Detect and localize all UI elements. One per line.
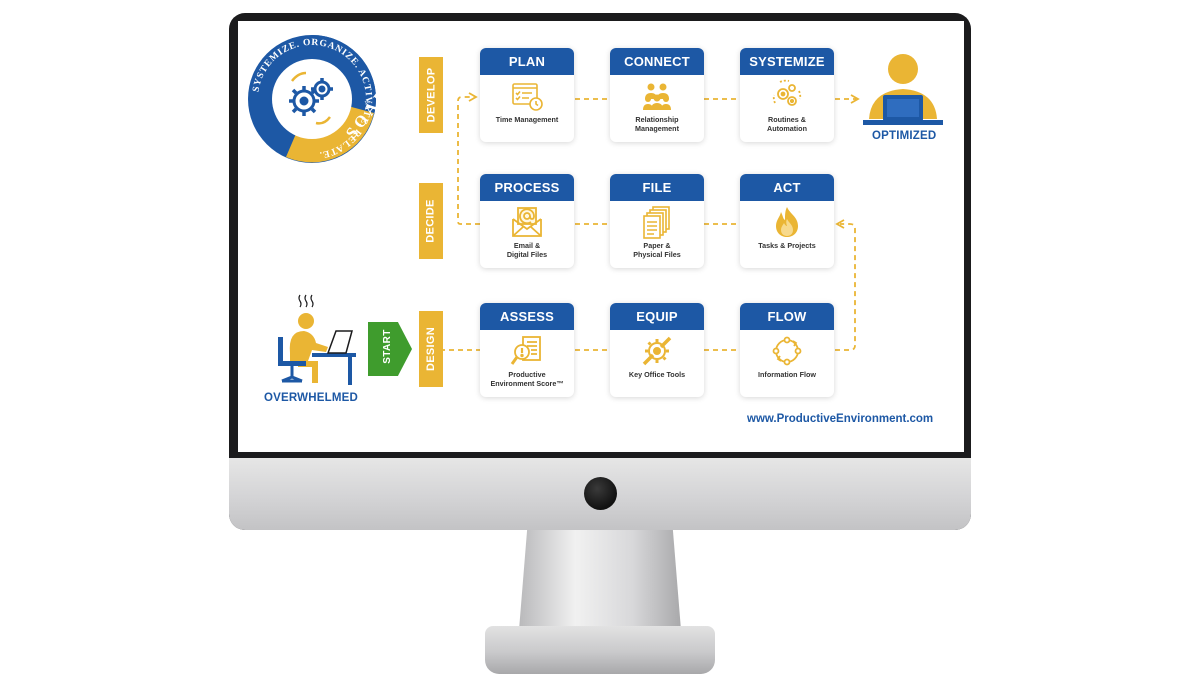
soar-logo: SYSTEMIZE. ORGANIZE. ACTIVATE. RELATE. — [246, 33, 394, 165]
card-connect-desc-line1: Relationship — [635, 115, 679, 124]
card-act[interactable]: ACT Tasks & Projects — [740, 174, 834, 268]
card-connect-desc-line2: Management — [635, 124, 679, 133]
phase-decide-label: DECIDE — [425, 199, 437, 243]
card-systemize[interactable]: SYSTEMIZE Routines & Automation — [740, 48, 834, 142]
flame-icon — [740, 204, 834, 240]
card-file-desc-line1: Paper & — [643, 241, 671, 250]
phase-design-label: DESIGN — [425, 327, 438, 371]
checklist-clock-icon — [480, 78, 574, 114]
card-plan-desc: Time Management — [480, 114, 574, 124]
optimized-label: OPTIMIZED — [872, 130, 937, 142]
person-laptop-icon — [863, 54, 943, 125]
card-equip-title: EQUIP — [610, 303, 704, 330]
card-flow-desc-line1: Information Flow — [758, 370, 816, 379]
monitor-screen: SYSTEMIZE. ORGANIZE. ACTIVATE. RELATE. — [238, 21, 964, 452]
card-systemize-desc-line2: Automation — [767, 124, 807, 133]
flow-connectors — [440, 92, 860, 351]
gears-icon — [289, 78, 333, 116]
card-assess-desc-line1: Productive — [508, 370, 546, 379]
card-connect-desc: Relationship Management — [610, 114, 704, 133]
card-flow[interactable]: FLOW Information Flow — [740, 303, 834, 397]
papers-icon — [610, 204, 704, 240]
card-equip-desc: Key Office Tools — [610, 369, 704, 379]
card-equip[interactable]: EQUIP Key Office Tools — [610, 303, 704, 397]
card-plan-desc-line1: Time Management — [495, 115, 559, 124]
optimized-person — [859, 51, 949, 136]
overwhelmed-person — [268, 293, 358, 393]
webcam-icon — [584, 477, 617, 510]
card-equip-desc-line1: Key Office Tools — [628, 370, 686, 379]
card-connect[interactable]: CONNECT Relationship Management — [610, 48, 704, 142]
people-group-icon — [610, 78, 704, 114]
overwhelmed-label: OVERWHELMED — [264, 392, 358, 404]
card-plan-title: PLAN — [480, 48, 574, 75]
card-act-title: ACT — [740, 174, 834, 201]
stressed-person-desk-icon — [278, 294, 356, 385]
card-assess-desc-line2: Environment Score™ — [490, 379, 564, 388]
card-systemize-desc-line1: Routines & — [768, 115, 806, 124]
card-act-desc-line1: Tasks & Projects — [758, 241, 816, 250]
card-plan[interactable]: PLAN Time Management — [480, 48, 574, 142]
card-act-desc: Tasks & Projects — [740, 240, 834, 250]
card-process-desc-line1: Email & — [513, 241, 541, 250]
start-label: START — [381, 329, 393, 364]
card-process-desc-line2: Digital Files — [506, 250, 548, 259]
gears-cycle-icon — [740, 78, 834, 114]
logo-tm: ™ — [364, 100, 370, 107]
card-systemize-title: SYSTEMIZE — [740, 48, 834, 75]
card-connect-title: CONNECT — [610, 48, 704, 75]
phase-design-banner: DESIGN — [419, 311, 443, 387]
card-process-desc: Email & Digital Files — [480, 240, 574, 259]
card-flow-title: FLOW — [740, 303, 834, 330]
magnifier-document-icon — [480, 333, 574, 369]
email-icon — [480, 204, 574, 240]
monitor-base — [485, 626, 715, 674]
card-file-desc: Paper & Physical Files — [610, 240, 704, 259]
phase-develop-banner: DEVELOP — [419, 57, 443, 133]
card-file[interactable]: FILE Paper & Physical Files — [610, 174, 704, 268]
phase-develop-label: DEVELOP — [425, 67, 438, 123]
phase-decide-banner: DECIDE — [419, 183, 443, 259]
wrench-gear-icon — [610, 333, 704, 369]
card-process-title: PROCESS — [480, 174, 574, 201]
flow-cycle-icon — [740, 333, 834, 369]
card-flow-desc: Information Flow — [740, 369, 834, 379]
card-assess[interactable]: ASSESS Productive Environment Score™ — [480, 303, 574, 397]
card-systemize-desc: Routines & Automation — [740, 114, 834, 133]
card-process[interactable]: PROCESS Email & Digital Files — [480, 174, 574, 268]
card-assess-desc: Productive Environment Score™ — [480, 369, 574, 388]
monitor-neck — [519, 530, 681, 630]
website-link[interactable]: www.ProductiveEnvironment.com — [747, 413, 934, 425]
card-file-desc-line2: Physical Files — [633, 250, 681, 259]
card-assess-title: ASSESS — [480, 303, 574, 330]
card-file-title: FILE — [610, 174, 704, 201]
